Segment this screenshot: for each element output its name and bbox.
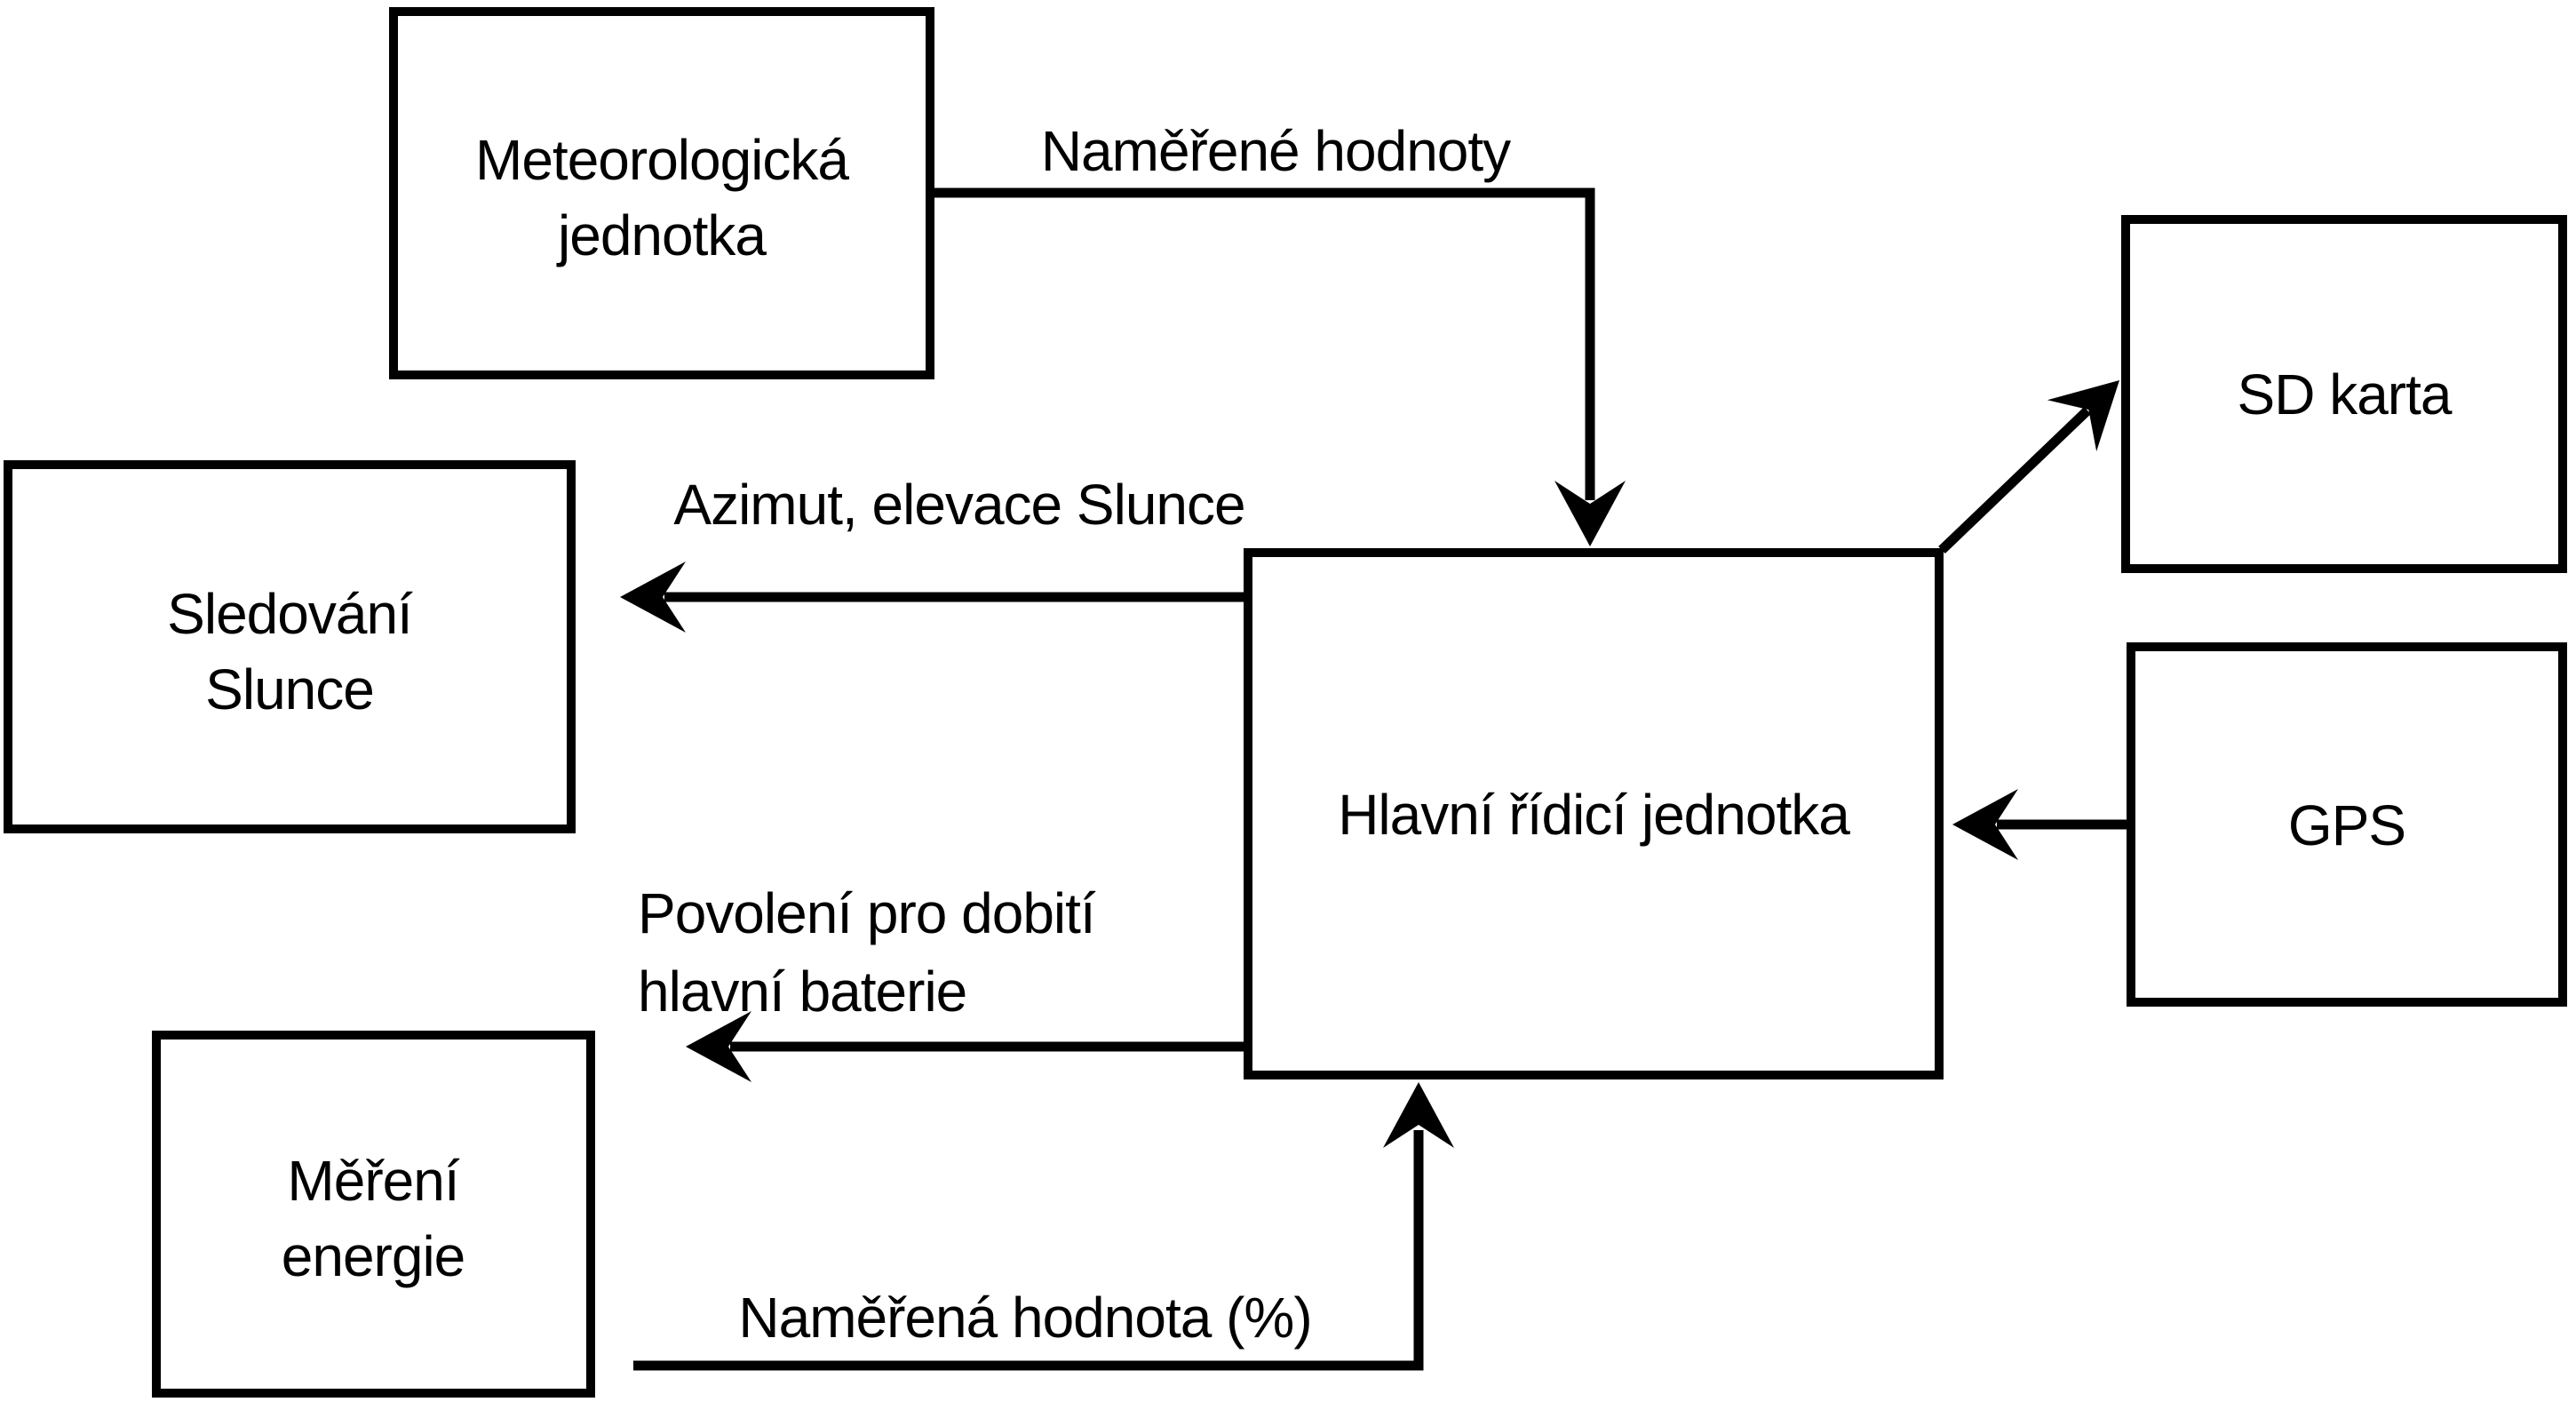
arrowhead-up-right-icon <box>2047 380 2119 452</box>
node-box-sledovani-slunce <box>4 460 576 833</box>
node-label-sd-karta: SD karta <box>2238 362 2453 426</box>
edge-mereni-to-hlavni: Naměřená hodnota (%) <box>633 1082 1454 1371</box>
arrowhead-down-icon <box>1554 481 1626 546</box>
node-label-hlavni-ridici-jednotka: Hlavní řídicí jednotka <box>1338 783 1850 847</box>
edge-hlavni-to-sd <box>1938 380 2119 554</box>
edge-hlavni-to-mereni: Povolení pro dobití hlavní baterie <box>638 881 1245 1082</box>
edge-hlavni-to-sledovani: Azimut, elevace Slunce <box>620 473 1246 633</box>
node-label-meteorologicka: Meteorologická <box>475 128 849 192</box>
edge-mereni-to-hlavni-line <box>633 1130 1424 1371</box>
arrowhead-left-icon <box>1952 789 2018 860</box>
node-label-sledovani: Sledování <box>167 582 413 646</box>
edge-label-namerene-hodnoty: Naměřené hodnoty <box>1041 119 1511 183</box>
arrowhead-left-icon <box>620 562 686 633</box>
node-label-jednotka: jednotka <box>556 203 767 267</box>
node-box-hlavni-ridici-jednotka <box>1244 548 1944 1079</box>
node-box-meteorologicka-jednotka <box>389 7 934 379</box>
edge-meteo-to-hlavni: Naměřené hodnoty <box>930 119 1626 546</box>
node-meteorologicka-jednotka: Meteorologická jednotka <box>389 7 934 379</box>
edge-meteo-to-hlavni-line <box>930 187 1595 500</box>
edge-label-povoleni-line2: hlavní baterie <box>638 960 966 1024</box>
edge-label-azimut-elevace: Azimut, elevace Slunce <box>673 473 1244 537</box>
edge-gps-to-hlavni <box>1952 789 2128 860</box>
node-label-energie: energie <box>282 1224 465 1288</box>
edge-label-povoleni-line1: Povolení pro dobití <box>638 881 1096 945</box>
edge-label-namerena-hodnota: Naměřená hodnota (%) <box>738 1286 1311 1350</box>
node-box-gps <box>2127 642 2567 1007</box>
node-sd-karta: SD karta <box>2121 215 2567 573</box>
node-label-slunce: Slunce <box>205 657 374 721</box>
node-box-mereni-energie <box>152 1031 595 1398</box>
node-label-gps: GPS <box>2288 793 2405 857</box>
node-box-sd-karta <box>2121 215 2567 573</box>
edge-hlavni-to-sd-line <box>1938 407 2091 554</box>
node-label-mereni: Měření <box>287 1149 459 1213</box>
arrowhead-left-icon <box>686 1011 751 1082</box>
node-gps: GPS <box>2127 642 2567 1007</box>
node-mereni-energie: Měření energie <box>152 1031 595 1398</box>
arrowhead-up-icon <box>1383 1082 1454 1148</box>
node-sledovani-slunce: Sledování Slunce <box>4 460 576 833</box>
node-hlavni-ridici-jednotka: Hlavní řídicí jednotka <box>1244 548 1944 1079</box>
